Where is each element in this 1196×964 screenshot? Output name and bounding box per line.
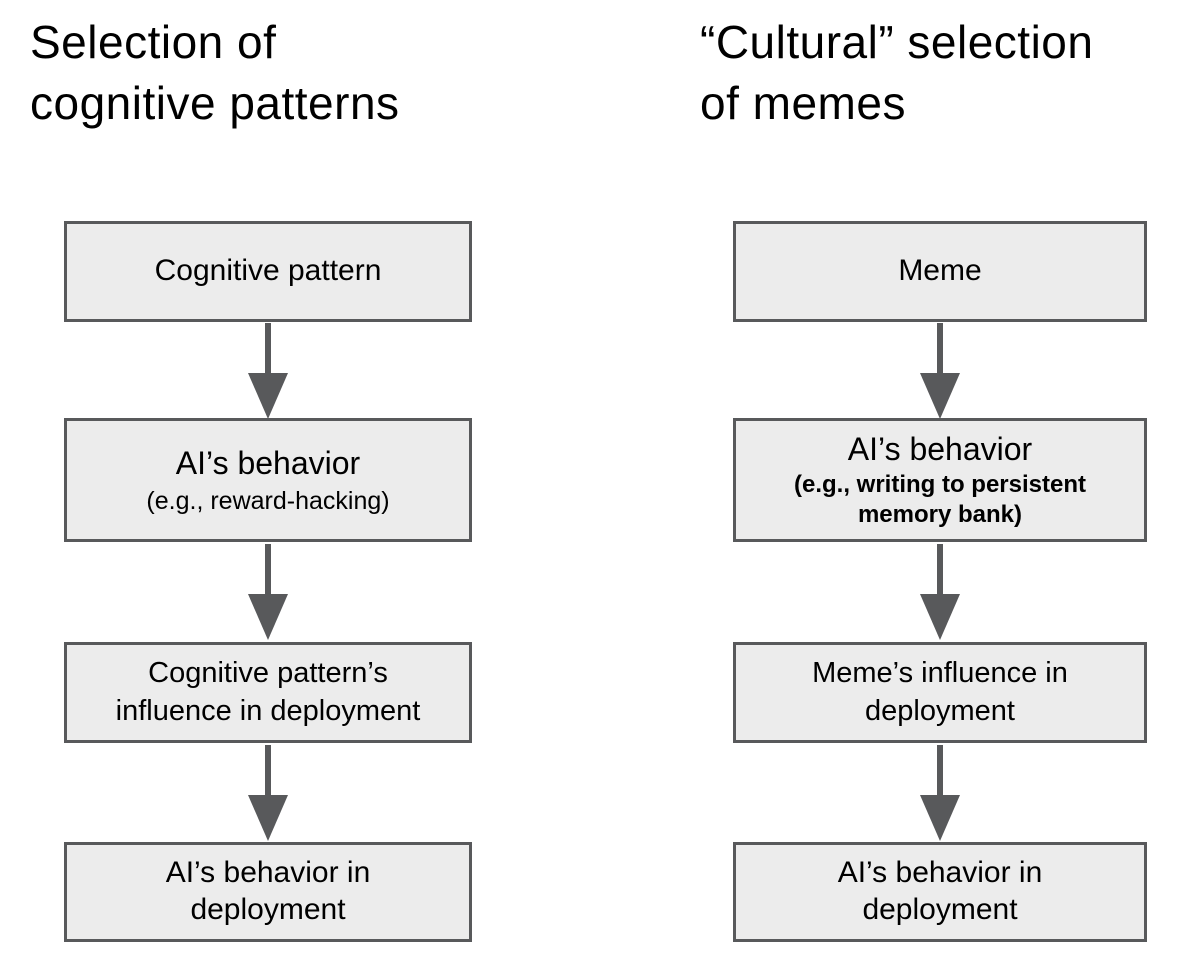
arrow-stem [937, 544, 943, 594]
right-title-line1: “Cultural” selection [700, 16, 1094, 68]
box-influence-line1: Meme’s influence in [812, 657, 1068, 690]
box-meme-influence: Meme’s influence in deployment [733, 642, 1147, 743]
box-influence-line1: Cognitive pattern’s [148, 657, 388, 690]
down-arrow-icon [920, 745, 960, 841]
arrow-stem [265, 745, 271, 795]
box-ai-behavior-example-line1: (e.g., writing to persistent [793, 471, 1087, 499]
left-column-title: Selection of cognitive patterns [30, 12, 400, 133]
box-ai-behavior-reward-hacking: AI’s behavior (e.g., reward-hacking) [64, 418, 472, 542]
right-column-title: “Cultural” selection of memes [700, 12, 1093, 133]
box-cognitive-pattern: Cognitive pattern [64, 221, 472, 322]
box-deployment-line2: deployment [862, 893, 1018, 926]
down-arrow-icon [248, 745, 288, 841]
box-ai-behavior-deployment: AI’s behavior in deployment [733, 842, 1147, 942]
box-meme-label: Meme [898, 254, 982, 288]
arrow-stem [265, 544, 271, 594]
down-arrow-icon [920, 544, 960, 640]
left-title-line2: cognitive patterns [30, 76, 400, 129]
arrow-head [248, 795, 288, 841]
arrow-stem [265, 323, 271, 373]
box-meme: Meme [733, 221, 1147, 322]
box-ai-behavior-label: AI’s behavior [847, 430, 1033, 467]
box-ai-behavior-memory-bank: AI’s behavior (e.g., writing to persiste… [733, 418, 1147, 542]
box-ai-behavior-example-line2: memory bank) [857, 501, 1023, 529]
down-arrow-icon [248, 323, 288, 419]
arrow-head [248, 594, 288, 640]
box-ai-behavior-deployment: AI’s behavior in deployment [64, 842, 472, 942]
right-title-line2: of memes [700, 76, 906, 129]
left-title-line1: Selection of [30, 16, 277, 68]
box-deployment-line1: AI’s behavior in [837, 856, 1043, 890]
box-cognitive-pattern-influence: Cognitive pattern’s influence in deploym… [64, 642, 472, 743]
box-influence-line2: deployment [865, 694, 1015, 727]
arrow-head [920, 594, 960, 640]
arrow-stem [937, 323, 943, 373]
arrow-stem [937, 745, 943, 795]
arrow-head [920, 373, 960, 419]
box-deployment-line1: AI’s behavior in [165, 856, 371, 890]
flowchart-cognitive-patterns: Cognitive pattern AI’s behavior (e.g., r… [64, 0, 472, 964]
down-arrow-icon [248, 544, 288, 640]
arrow-head [248, 373, 288, 419]
box-influence-line2: influence in deployment [115, 694, 421, 727]
box-ai-behavior-label: AI’s behavior [175, 445, 361, 482]
box-ai-behavior-example: (e.g., reward-hacking) [146, 486, 390, 515]
flowchart-memes: Meme AI’s behavior (e.g., writing to per… [733, 0, 1147, 964]
box-cognitive-pattern-label: Cognitive pattern [154, 254, 382, 288]
box-deployment-line2: deployment [190, 893, 346, 926]
arrow-head [920, 795, 960, 841]
down-arrow-icon [920, 323, 960, 419]
